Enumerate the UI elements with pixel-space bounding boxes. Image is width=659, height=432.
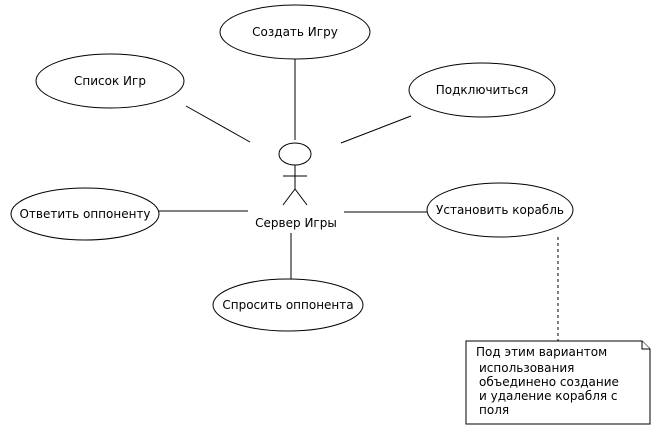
note-line: объединено создание — [479, 375, 619, 389]
use-case-ask-opponent-label: Спросить оппонента — [222, 298, 353, 312]
use-case-create-game[interactable]: Создать Игру — [219, 4, 371, 60]
use-case-list-games[interactable]: Список Игр — [35, 53, 185, 109]
note-text: Под этим вариантом использования объедин… — [476, 345, 623, 417]
actor-figure — [278, 142, 312, 206]
use-case-place-ship-label: Установить корабль — [436, 203, 564, 217]
actor-head — [278, 142, 312, 166]
actor-right-leg — [294, 188, 308, 206]
note-line: использования — [479, 361, 574, 375]
note-line: Под этим вариантом — [476, 345, 607, 359]
use-case-reply-opponent-label: Ответить оппоненту — [19, 207, 150, 221]
actor-left-leg — [282, 188, 296, 206]
note-line: поля — [479, 403, 509, 417]
use-case-create-game-label: Создать Игру — [252, 25, 338, 39]
use-case-reply-opponent[interactable]: Ответить оппоненту — [10, 187, 160, 241]
edge-list-games — [185, 105, 251, 143]
use-case-connect-label: Подключиться — [436, 83, 528, 97]
use-case-place-ship[interactable]: Установить корабль — [426, 182, 574, 238]
note-line: и удаление корабля с — [479, 389, 618, 403]
edge-connect — [340, 115, 412, 144]
note: Под этим вариантом использования объедин… — [465, 340, 651, 425]
use-case-ask-opponent[interactable]: Спросить оппонента — [212, 278, 364, 332]
use-case-connect[interactable]: Подключиться — [408, 62, 556, 118]
use-case-list-games-label: Список Игр — [74, 74, 146, 88]
actor-label: Сервер Игры — [255, 216, 337, 230]
